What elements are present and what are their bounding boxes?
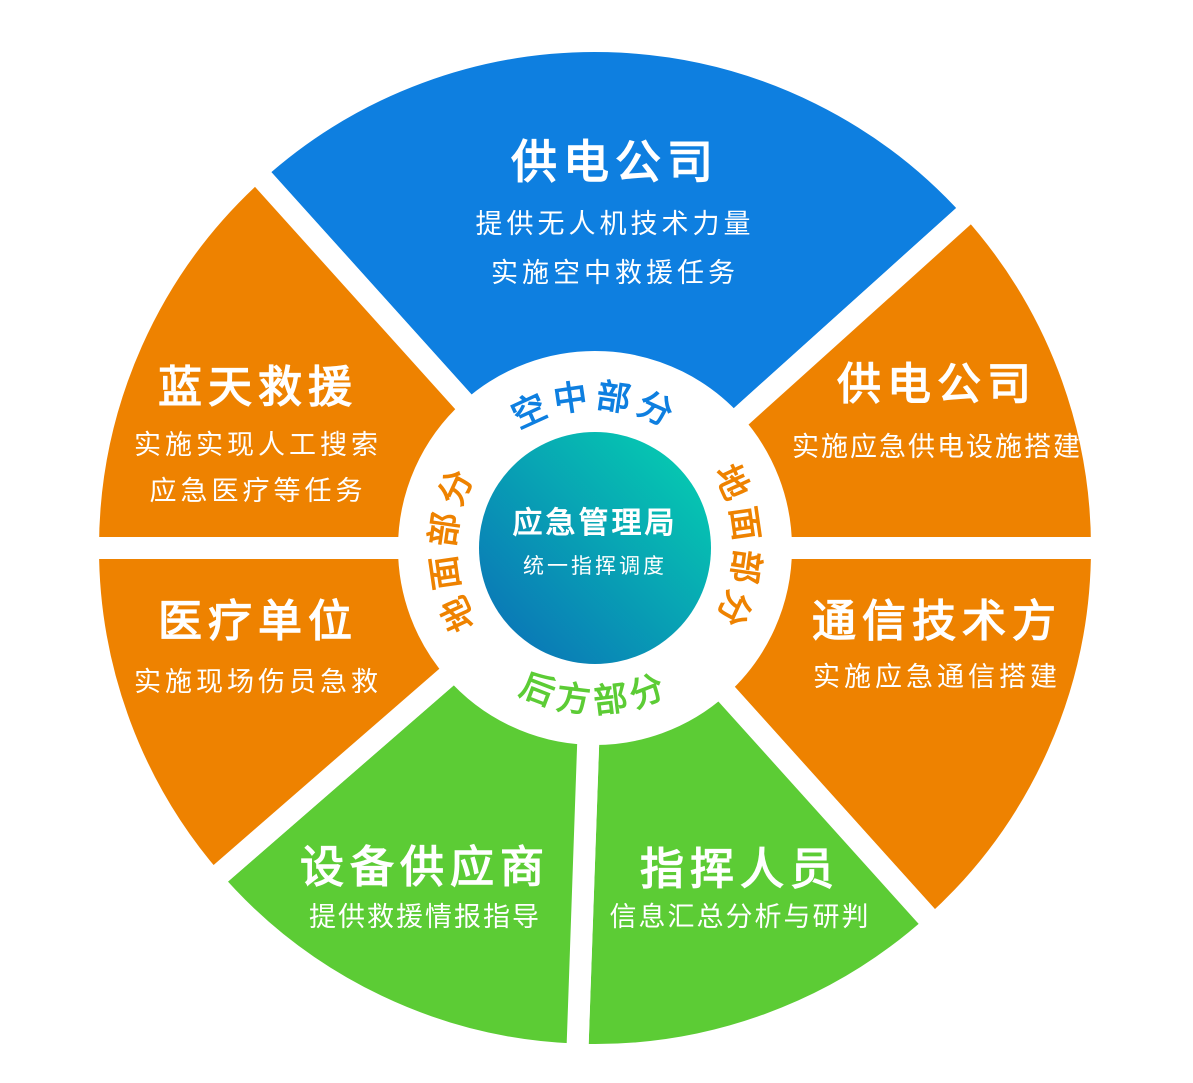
segment-line: 实施空中救援任务 (491, 258, 739, 289)
segment-title: 供电公司 (511, 135, 719, 189)
segment-title: 蓝天救援 (158, 362, 358, 413)
center-circle (479, 432, 711, 664)
segment-blue-sky-rescue: 蓝天救援 实施实现人工搜索 应急医疗等任务 (134, 362, 382, 507)
segment-line: 提供救援情报指导 (309, 902, 541, 933)
ring-label-rear: 后方部分 (514, 665, 675, 722)
wedge-commanders (565, 670, 950, 1066)
segment-title: 医疗单位 (158, 596, 358, 647)
segment-line: 提供无人机技术力量 (475, 209, 755, 240)
segment-line: 信息汇总分析与研判 (609, 902, 871, 933)
segment-title: 通信技术方 (812, 596, 1062, 647)
segment-power-company-ground: 供电公司 实施应急供电设施搭建 (792, 359, 1082, 463)
wedge-telecom-provider (703, 537, 1114, 941)
segment-line: 实施应急供电设施搭建 (792, 432, 1082, 463)
segment-commanders: 指挥人员 信息汇总分析与研判 (609, 844, 871, 933)
segment-title: 设备供应商 (300, 842, 550, 893)
ring-label-air: 空中部分 (506, 376, 685, 437)
wedge-ground-power-company (717, 193, 1114, 559)
center-title: 应急管理局 (512, 506, 678, 541)
ring-label-ground-left: 地面部分 (423, 459, 484, 638)
segment-medical-unit: 医疗单位 实施现场伤员急救 (134, 596, 382, 698)
segment-line: 实施实现人工搜索 (134, 430, 382, 461)
segment-line: 实施应急通信搭建 (813, 662, 1061, 693)
wedge-blue-sky-rescue (76, 155, 487, 559)
wedge-medical-unit (76, 537, 471, 897)
segment-equipment-supplier: 设备供应商 提供救援情报指导 (300, 842, 550, 933)
segment-top-power-company-air: 供电公司 提供无人机技术力量 实施空中救援任务 (476, 139, 755, 287)
segment-title: 供电公司 (837, 359, 1037, 410)
segment-telecom-provider: 通信技术方 实施应急通信搭建 (812, 596, 1062, 693)
ring-label-ground-right: 地面部分 (706, 459, 767, 638)
center-emergency-bureau: 应急管理局 统一指挥调度 (513, 509, 678, 577)
segment-line: 应急医疗等任务 (149, 476, 367, 507)
segment-title: 指挥人员 (640, 844, 840, 895)
segment-line: 实施现场伤员急救 (134, 667, 382, 698)
wedge-air-power-company (240, 30, 988, 440)
center-subtitle: 统一指挥调度 (523, 554, 667, 578)
wedge-equipment-supplier (196, 654, 600, 1067)
